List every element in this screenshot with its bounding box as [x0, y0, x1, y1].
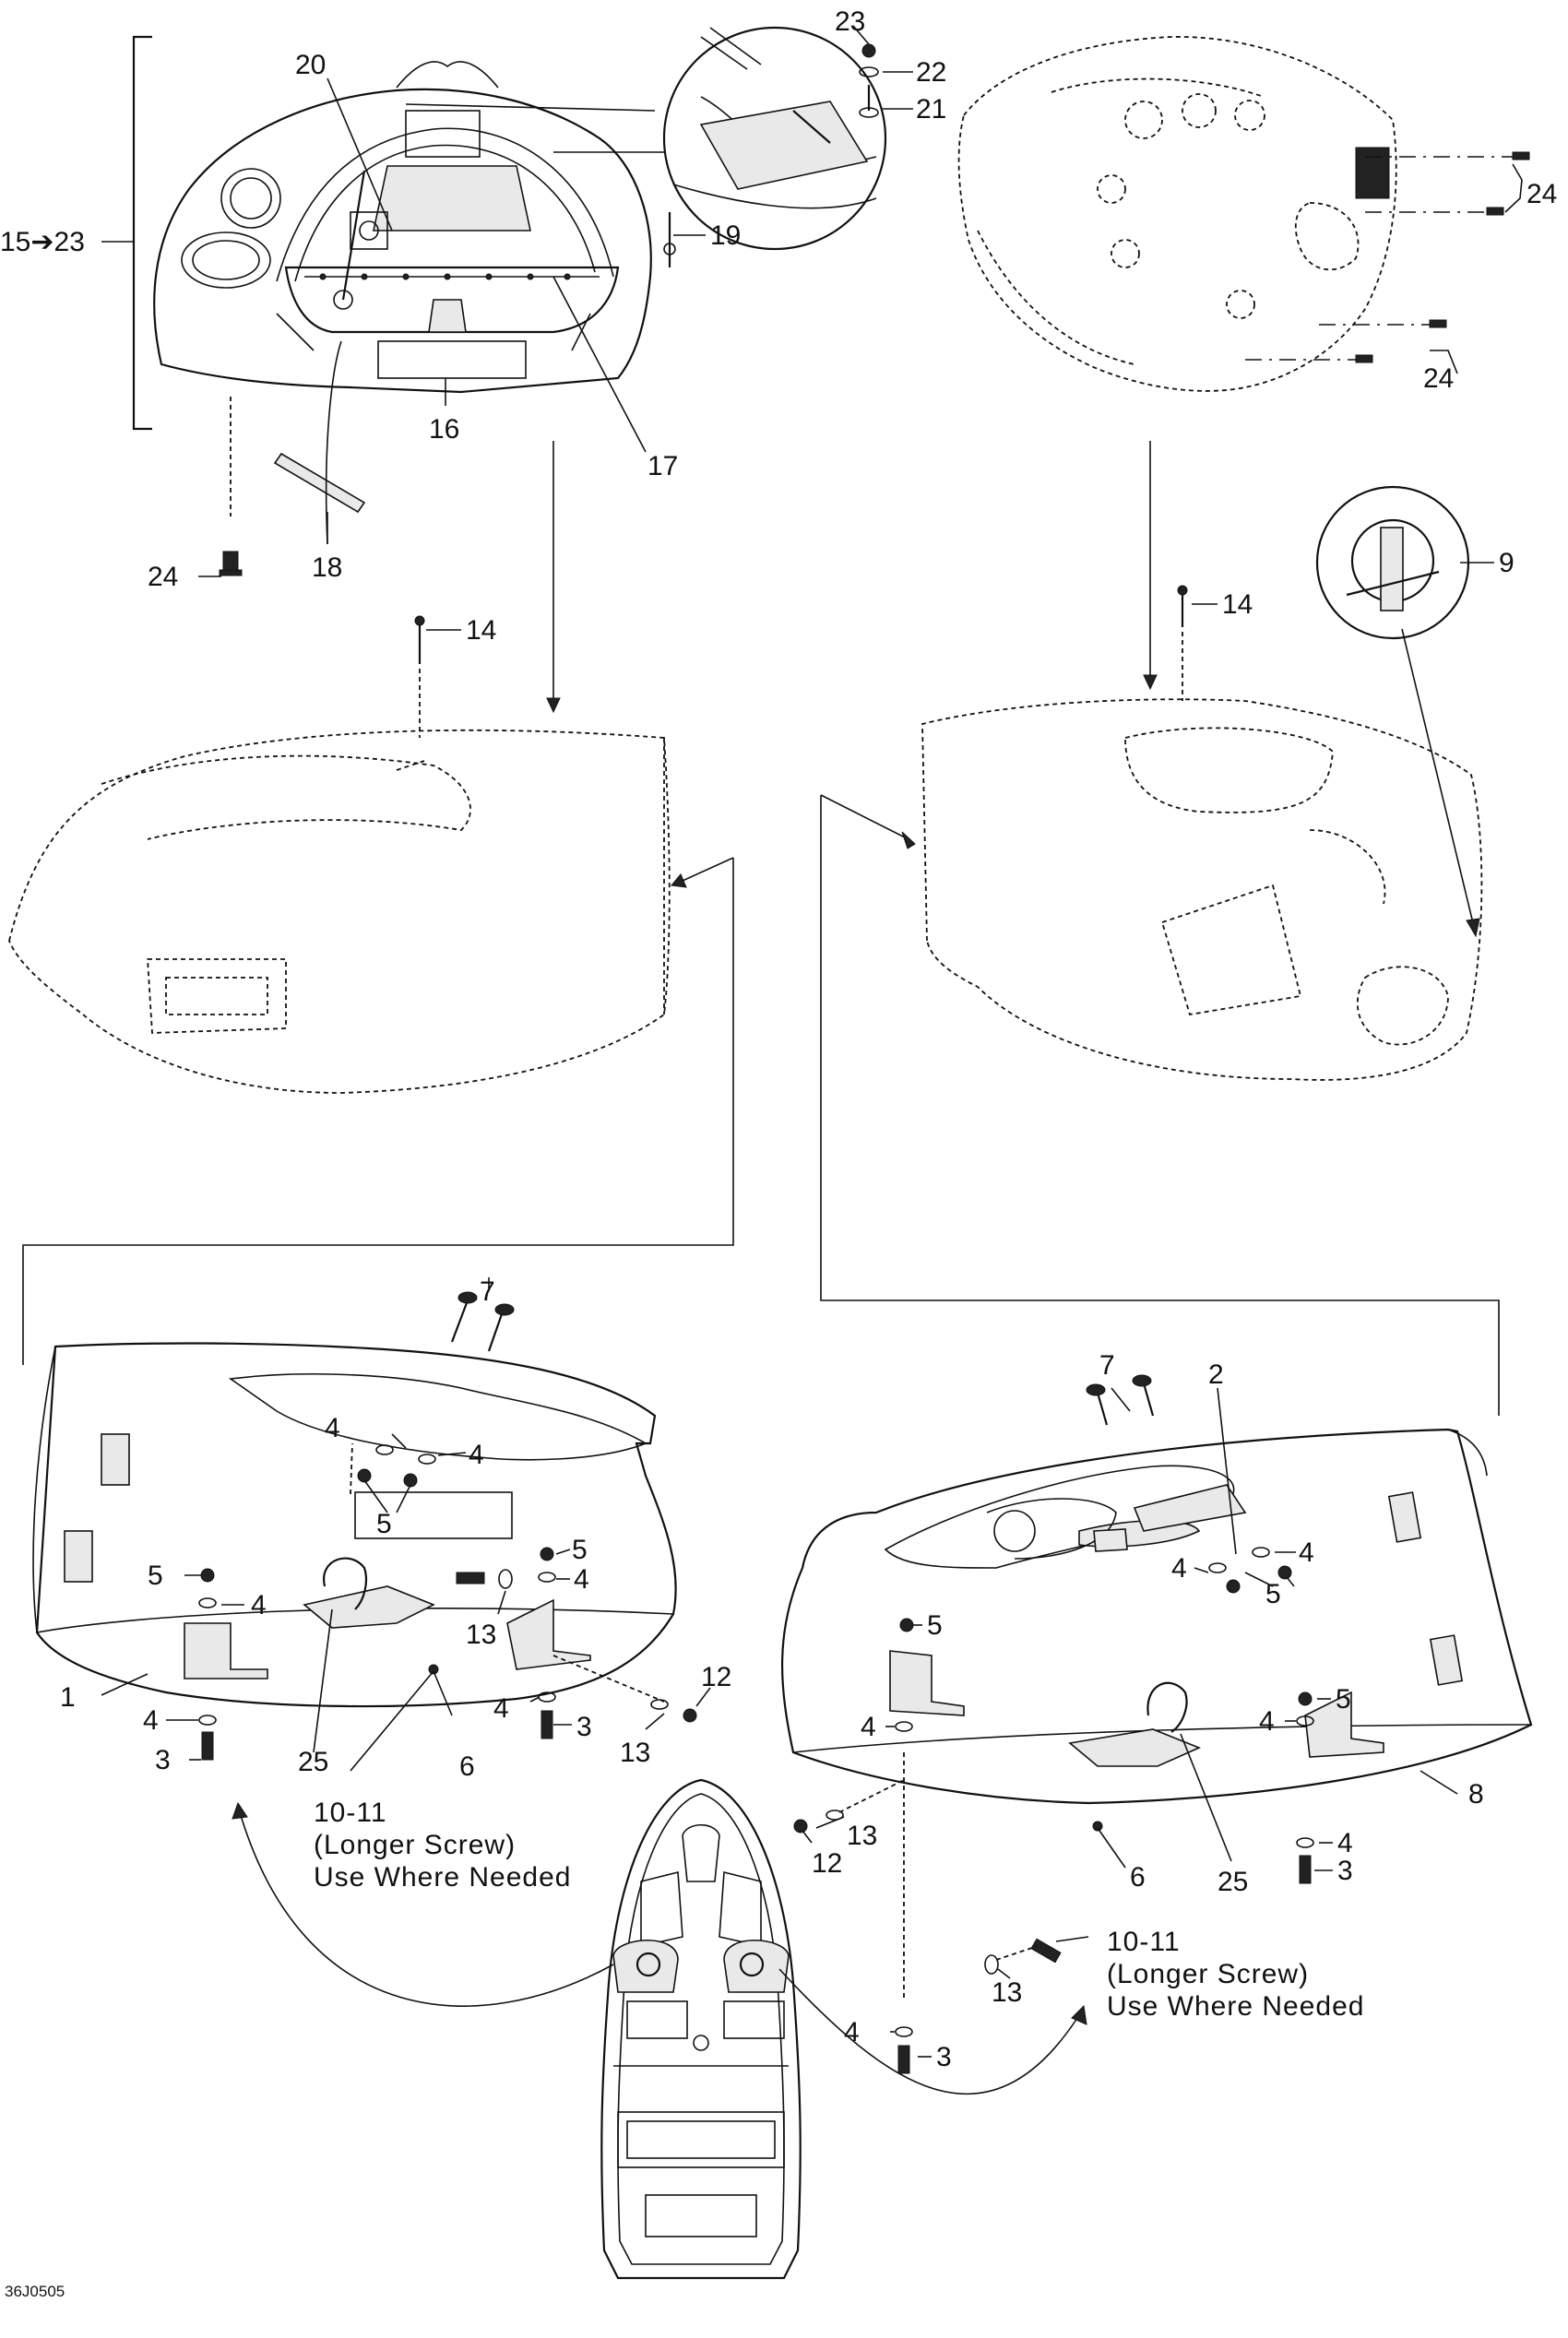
callout-5-right-b: 5 — [927, 1610, 943, 1641]
part-24-screw-left — [219, 551, 243, 576]
callout-4-left-a: 4 — [325, 1413, 340, 1443]
callout-3-left-b: 3 — [576, 1712, 592, 1742]
boat-top-view — [232, 1778, 1087, 2280]
callout-4-left-f: 4 — [493, 1693, 509, 1724]
note-right-line2: Use Where Needed — [1107, 1991, 1364, 2022]
callout-1: 1 — [60, 1682, 76, 1713]
note-left-line2: Use Where Needed — [314, 1862, 571, 1893]
callout-5-right-a: 5 — [1265, 1579, 1281, 1609]
callout-12-right: 12 — [812, 1848, 842, 1879]
callout-labels: 23 22 21 20 15➔23 19 16 17 18 24 14 14 9… — [0, 6, 1557, 2300]
callout-5-left-b: 5 — [148, 1561, 163, 1591]
left-liner-part — [32, 1342, 677, 1708]
part-18-strip — [273, 452, 366, 514]
detail-circle-latch — [662, 26, 887, 251]
left-hardware — [198, 1291, 697, 1761]
note-left-range: 10-11 — [314, 1798, 387, 1828]
callout-25-right: 25 — [1218, 1867, 1248, 1897]
assembly-flow-lines — [22, 441, 1500, 1416]
callout-21: 21 — [916, 94, 946, 125]
right-liner-outline — [921, 698, 1483, 1081]
callout-14-left: 14 — [466, 615, 496, 646]
callout-3-right-b: 3 — [936, 2042, 952, 2072]
callout-leaders — [101, 25, 1494, 2058]
callout-24-left: 24 — [148, 562, 178, 592]
callout-3-left-a: 3 — [155, 1745, 171, 1775]
callout-4-right-e: 4 — [1337, 1828, 1353, 1858]
callout-4-right-c: 4 — [861, 1712, 876, 1742]
callout-3-right-a: 3 — [1337, 1856, 1353, 1886]
callout-7-left: 7 — [480, 1276, 495, 1307]
callout-4-right-f: 4 — [844, 2017, 860, 2047]
detail-circle-ignition — [1315, 485, 1470, 640]
callout-15-23: 15➔23 — [0, 227, 85, 257]
callout-2: 2 — [1208, 1359, 1224, 1390]
callout-13-left-b: 13 — [620, 1738, 650, 1768]
note-right-line1: (Longer Screw) — [1107, 1959, 1309, 1989]
callout-7-right: 7 — [1099, 1350, 1115, 1381]
callout-5-left-c: 5 — [572, 1535, 588, 1565]
callout-5-left-a: 5 — [376, 1509, 392, 1539]
callout-6-left: 6 — [459, 1751, 475, 1782]
callout-25-left: 25 — [298, 1747, 328, 1777]
callout-20: 20 — [295, 50, 326, 80]
callout-12-left: 12 — [701, 1662, 731, 1692]
callout-24-right-top: 24 — [1526, 179, 1557, 209]
callout-4-right-d: 4 — [1259, 1706, 1275, 1737]
part-24-screws-right — [1355, 151, 1530, 363]
callout-4-left-d: 4 — [574, 1564, 589, 1595]
callout-13-left-a: 13 — [466, 1620, 496, 1650]
callout-22: 22 — [916, 57, 946, 88]
right-hardware — [793, 1374, 1314, 2074]
callout-4-left-b: 4 — [469, 1440, 484, 1470]
drawing-code: 36J0505 — [5, 2283, 65, 2300]
callout-4-left-c: 4 — [251, 1590, 267, 1620]
callout-14-right: 14 — [1222, 589, 1253, 620]
callout-4-right-a: 4 — [1299, 1537, 1314, 1568]
callout-8: 8 — [1468, 1779, 1484, 1810]
callout-24-right-bottom: 24 — [1423, 363, 1454, 394]
note-left-line1: (Longer Screw) — [314, 1830, 516, 1860]
callout-5-right-c: 5 — [1336, 1684, 1351, 1715]
callout-23: 23 — [835, 6, 865, 37]
right-liner-part — [780, 1428, 1533, 1832]
callout-4-left-e: 4 — [143, 1705, 159, 1736]
callout-4-right-b: 4 — [1171, 1553, 1187, 1584]
callout-13-right-b: 13 — [992, 1977, 1022, 2008]
note-right-range: 10-11 — [1107, 1927, 1181, 1957]
part-14-screw-left — [414, 615, 425, 738]
callout-19: 19 — [710, 220, 741, 251]
callout-6-right: 6 — [1130, 1862, 1146, 1893]
callout-17: 17 — [647, 451, 678, 481]
part-19-pin — [663, 212, 676, 267]
callout-9: 9 — [1499, 548, 1515, 578]
part-14-screw-right — [1177, 585, 1188, 701]
callout-18: 18 — [312, 552, 342, 583]
callout-13-right-a: 13 — [847, 1821, 877, 1851]
driver-console-assembly — [101, 35, 719, 516]
callout-16: 16 — [429, 414, 459, 445]
passenger-console-outline — [957, 36, 1513, 392]
left-liner-outline — [8, 729, 671, 1094]
